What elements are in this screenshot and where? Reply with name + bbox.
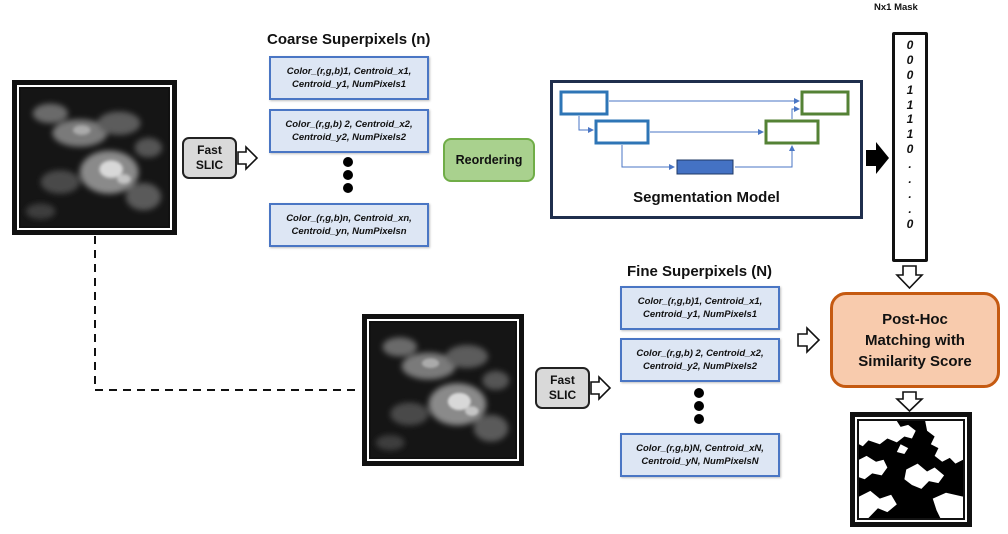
mask-value: 1 [906,97,914,112]
hollow-arrow-right-icon [237,145,259,171]
mask-value: 0 [906,142,914,157]
fine-superpixel-box-2: Color_(r,g,b) 2, Centroid_x2, Centroid_y… [620,338,780,382]
ellipsis-dot [694,401,704,411]
satellite-image-fine [362,314,524,466]
ellipsis-dot [343,183,353,193]
ellipsis-dot [343,157,353,167]
fast-slic-coarse-box: Fast SLIC [182,137,237,179]
coarse-superpixel-box-1: Color_(r,g,b)1, Centroid_x1, Centroid_y1… [269,56,429,100]
mask-value: 0 [906,52,914,67]
mask-value: . [908,157,912,172]
satellite-image-coarse [12,80,177,235]
coarse-superpixel-box-n: Color_(r,g,b)n, Centroid_xn, Centroid_yn… [269,203,429,247]
reordering-box: Reordering [443,138,535,182]
segmentation-model-box: Segmentation Model [550,80,863,219]
output-mask-image [850,412,972,527]
ellipsis-dot [694,388,704,398]
mask-value: . [908,172,912,187]
mask-value: 0 [906,67,914,82]
dashed-connector [94,236,360,391]
mask-title: Nx1 Mask [874,2,918,13]
mask-value: 1 [906,82,914,97]
mask-value: 1 [906,112,914,127]
mask-value: . [908,201,912,216]
hollow-arrow-right-icon [797,326,821,354]
fine-superpixels-title: Fine Superpixels (N) [627,263,773,280]
ellipsis-dot [694,414,704,424]
solid-arrow-right-icon [866,142,889,174]
mask-value: 0 [906,216,914,231]
mask-value: . [908,186,912,201]
unet-schematic [559,90,850,175]
mask-vector: 0 0 0 1 1 1 1 0 . . . . 0 [892,32,928,262]
posthoc-matching-box: Post-Hoc Matching with Similarity Score [830,292,1000,388]
mask-value: 0 [906,38,914,52]
coarse-superpixels-title: Coarse Superpixels (n) [267,31,431,48]
hollow-arrow-down-icon [895,265,924,290]
fast-slic-fine-box: Fast SLIC [535,367,590,409]
mask-value: 1 [906,127,914,142]
fine-superpixel-box-n: Color_(r,g,b)N, Centroid_xN, Centroid_yN… [620,433,780,477]
segmentation-model-label: Segmentation Model [633,189,780,206]
ellipsis-dot [343,170,353,180]
fine-superpixel-box-1: Color_(r,g,b)1, Centroid_x1, Centroid_y1… [620,286,780,330]
hollow-arrow-right-icon [590,375,612,401]
coarse-superpixel-box-2: Color_(r,g,b) 2, Centroid_x2, Centroid_y… [269,109,429,153]
hollow-arrow-down-icon [895,391,924,413]
